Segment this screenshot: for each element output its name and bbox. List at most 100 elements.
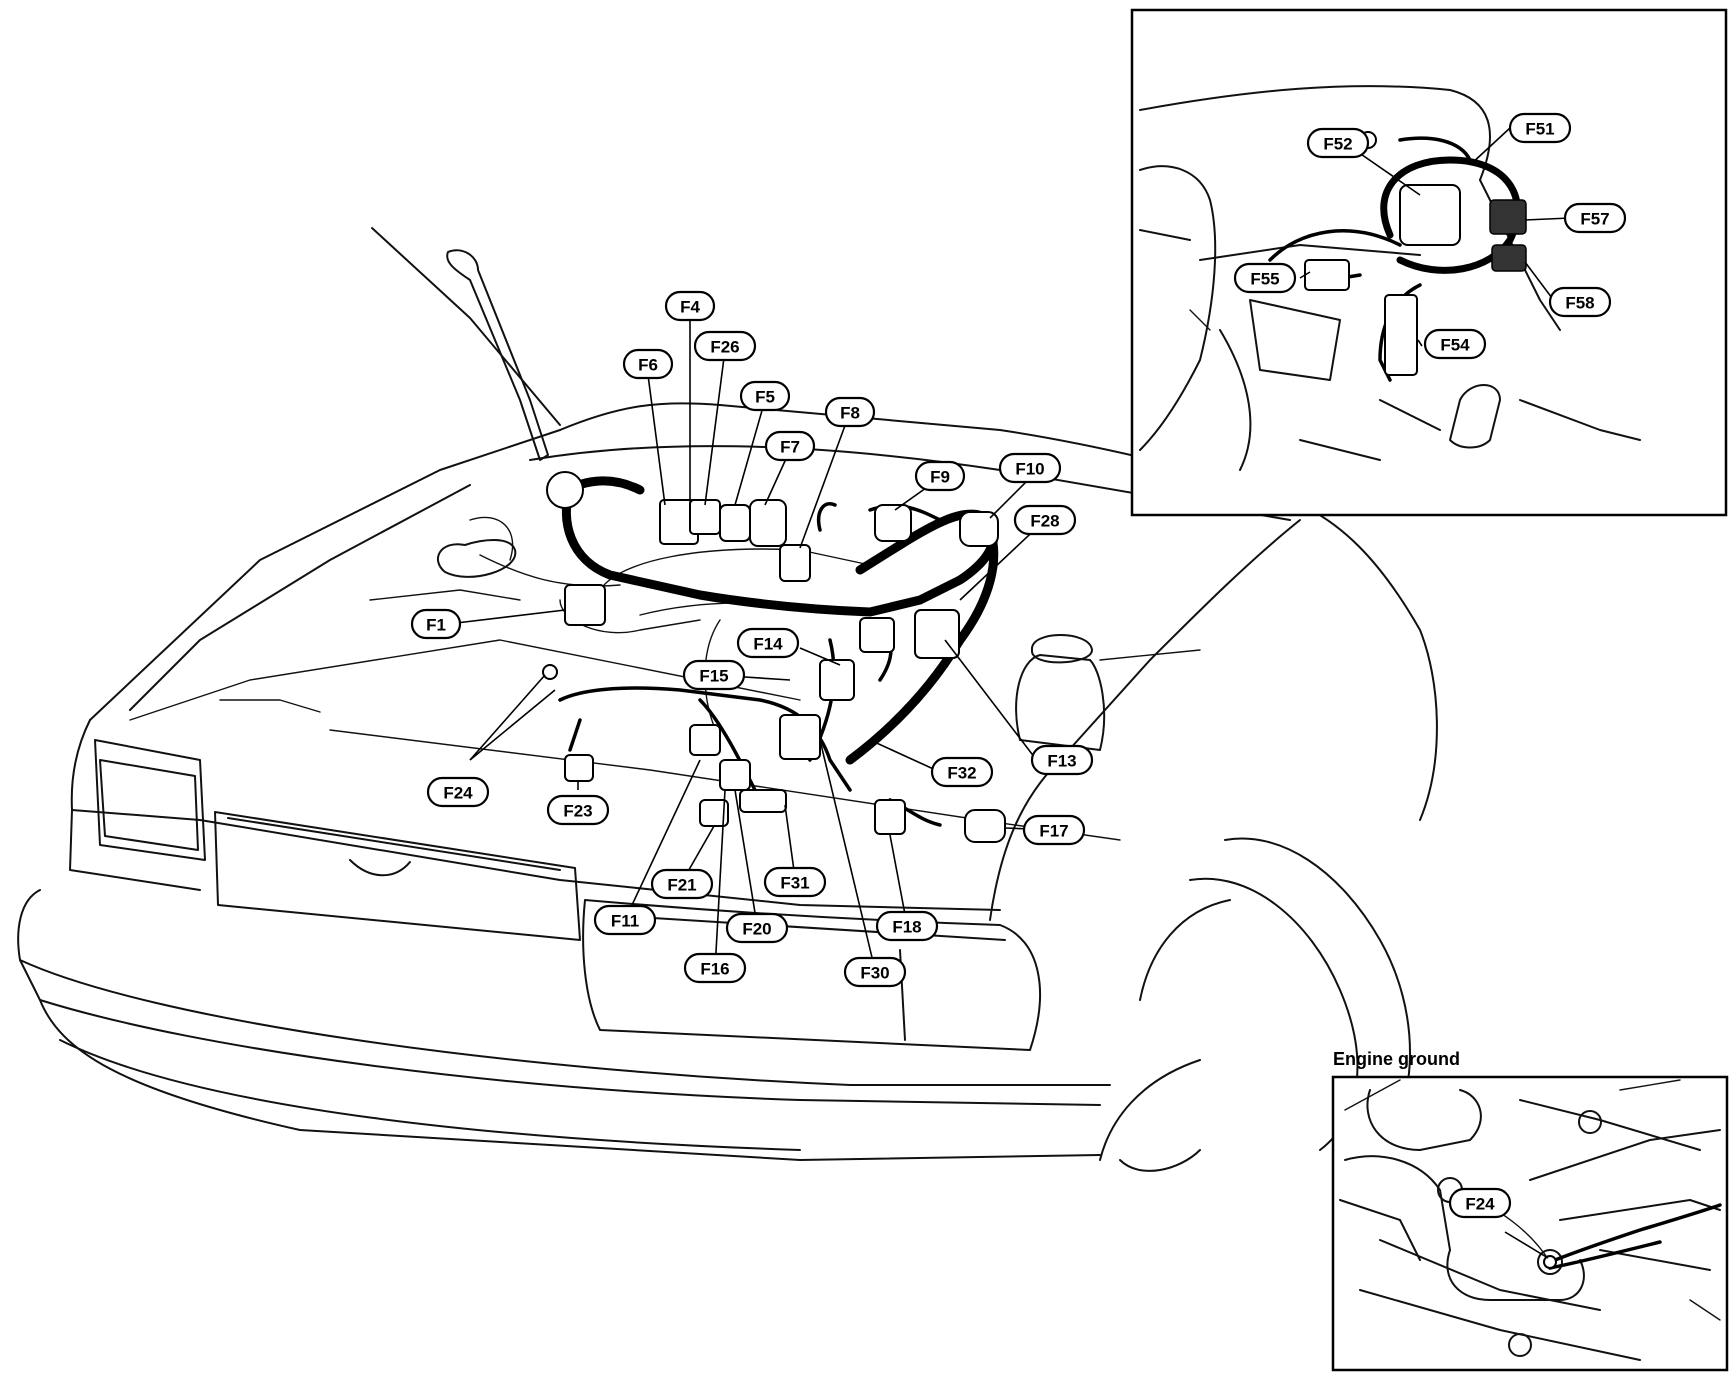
inset-connector-f57: [1489, 199, 1527, 235]
label-text: F51: [1525, 120, 1554, 139]
inset-connector-f55: [1304, 259, 1350, 291]
label-f18: F18: [875, 910, 939, 942]
inset-connector-f54: [1384, 294, 1418, 376]
label-f58: F58: [1548, 286, 1612, 318]
label-f9: F9: [914, 460, 966, 492]
label-box: [1548, 286, 1612, 318]
label-f8: F8: [824, 396, 876, 428]
label-box: [1013, 504, 1077, 536]
label-box: [1233, 262, 1297, 294]
label-box: [725, 912, 789, 944]
label-text: F32: [947, 764, 976, 783]
label-f26: F26: [693, 330, 757, 362]
label-f21: F21: [650, 868, 714, 900]
label-text: F58: [1565, 294, 1594, 313]
label-box: [650, 868, 714, 900]
ground-terminal-f24: [542, 664, 558, 680]
label-text: F21: [667, 876, 696, 895]
label-box: [1423, 328, 1487, 360]
label-text: F31: [780, 874, 809, 893]
label-text: F13: [1047, 752, 1076, 771]
label-box: [1563, 202, 1627, 234]
label-box: [1448, 1187, 1512, 1219]
label-text: F55: [1250, 270, 1279, 289]
label-text: F10: [1015, 460, 1044, 479]
connector-f26: [689, 499, 721, 535]
label-box: [693, 330, 757, 362]
connector-f9: [874, 504, 912, 542]
label-f24-ground: F24: [1448, 1187, 1512, 1219]
inset-bottom-caption: Engine ground: [1333, 1049, 1460, 1069]
label-text: F8: [840, 404, 860, 423]
connector-f11: [689, 724, 721, 756]
label-box: [1030, 744, 1094, 776]
label-f1: F1: [410, 608, 462, 640]
engine-ground-terminal: [1543, 1255, 1557, 1269]
label-f11: F11: [593, 904, 657, 936]
inset-bottom-labels: F24: [1448, 1187, 1512, 1219]
label-text: F24: [1465, 1195, 1495, 1214]
label-box: [426, 776, 490, 808]
label-box: [622, 348, 674, 380]
label-f15: F15: [682, 659, 746, 691]
connector-f13: [914, 609, 960, 659]
label-box: [1022, 814, 1086, 846]
label-box: [410, 608, 462, 640]
label-f57: F57: [1563, 202, 1627, 234]
label-text: F28: [1030, 512, 1059, 531]
label-box: [875, 910, 939, 942]
label-f30: F30: [843, 956, 907, 988]
label-text: F6: [638, 356, 658, 375]
connector-f18: [874, 799, 906, 835]
connector-f17: [964, 809, 1006, 843]
connector-f31: [739, 789, 787, 813]
label-f4: F4: [664, 290, 716, 322]
label-f24: F24: [426, 776, 490, 808]
label-box: [930, 756, 994, 788]
connector-f7: [749, 499, 787, 547]
label-f28: F28: [1013, 504, 1077, 536]
connector-f30: [779, 714, 821, 760]
label-box: [593, 904, 657, 936]
label-text: F15: [699, 667, 728, 686]
label-box: [764, 430, 816, 462]
inset-top-leaders: [1299, 127, 1571, 347]
inset-bottom-drawing: [1339, 1079, 1722, 1361]
inset-bottom-leader: [1504, 1231, 1549, 1259]
label-text: F23: [563, 802, 592, 821]
inset-top-frame: [1130, 8, 1728, 517]
label-box: [763, 866, 827, 898]
label-text: F18: [892, 918, 921, 937]
label-text: F14: [753, 635, 783, 654]
label-text: F4: [680, 298, 700, 317]
label-box: [683, 952, 747, 984]
label-f7: F7: [764, 430, 816, 462]
grommet: [546, 471, 584, 509]
connector-f1: [564, 584, 606, 626]
label-f5: F5: [739, 380, 791, 412]
label-text: F16: [700, 960, 729, 979]
label-text: F11: [611, 912, 639, 931]
label-f51: F51: [1508, 112, 1572, 144]
inset-connector-f52: [1399, 184, 1461, 246]
connector-f8: [779, 544, 811, 582]
label-f20: F20: [725, 912, 789, 944]
label-f10: F10: [998, 452, 1062, 484]
label-text: F30: [860, 964, 889, 983]
label-box: [1508, 112, 1572, 144]
inset-top-drawing: [1139, 85, 1641, 471]
label-box: [546, 794, 610, 826]
label-f52: F52: [1306, 127, 1370, 159]
label-f55: F55: [1233, 262, 1297, 294]
label-f23: F23: [546, 794, 610, 826]
label-text: F24: [443, 784, 473, 803]
label-box: [998, 452, 1062, 484]
connector-f23: [564, 754, 594, 782]
label-text: F7: [780, 438, 800, 457]
label-box: [736, 627, 800, 659]
connector-f10: [959, 511, 999, 547]
